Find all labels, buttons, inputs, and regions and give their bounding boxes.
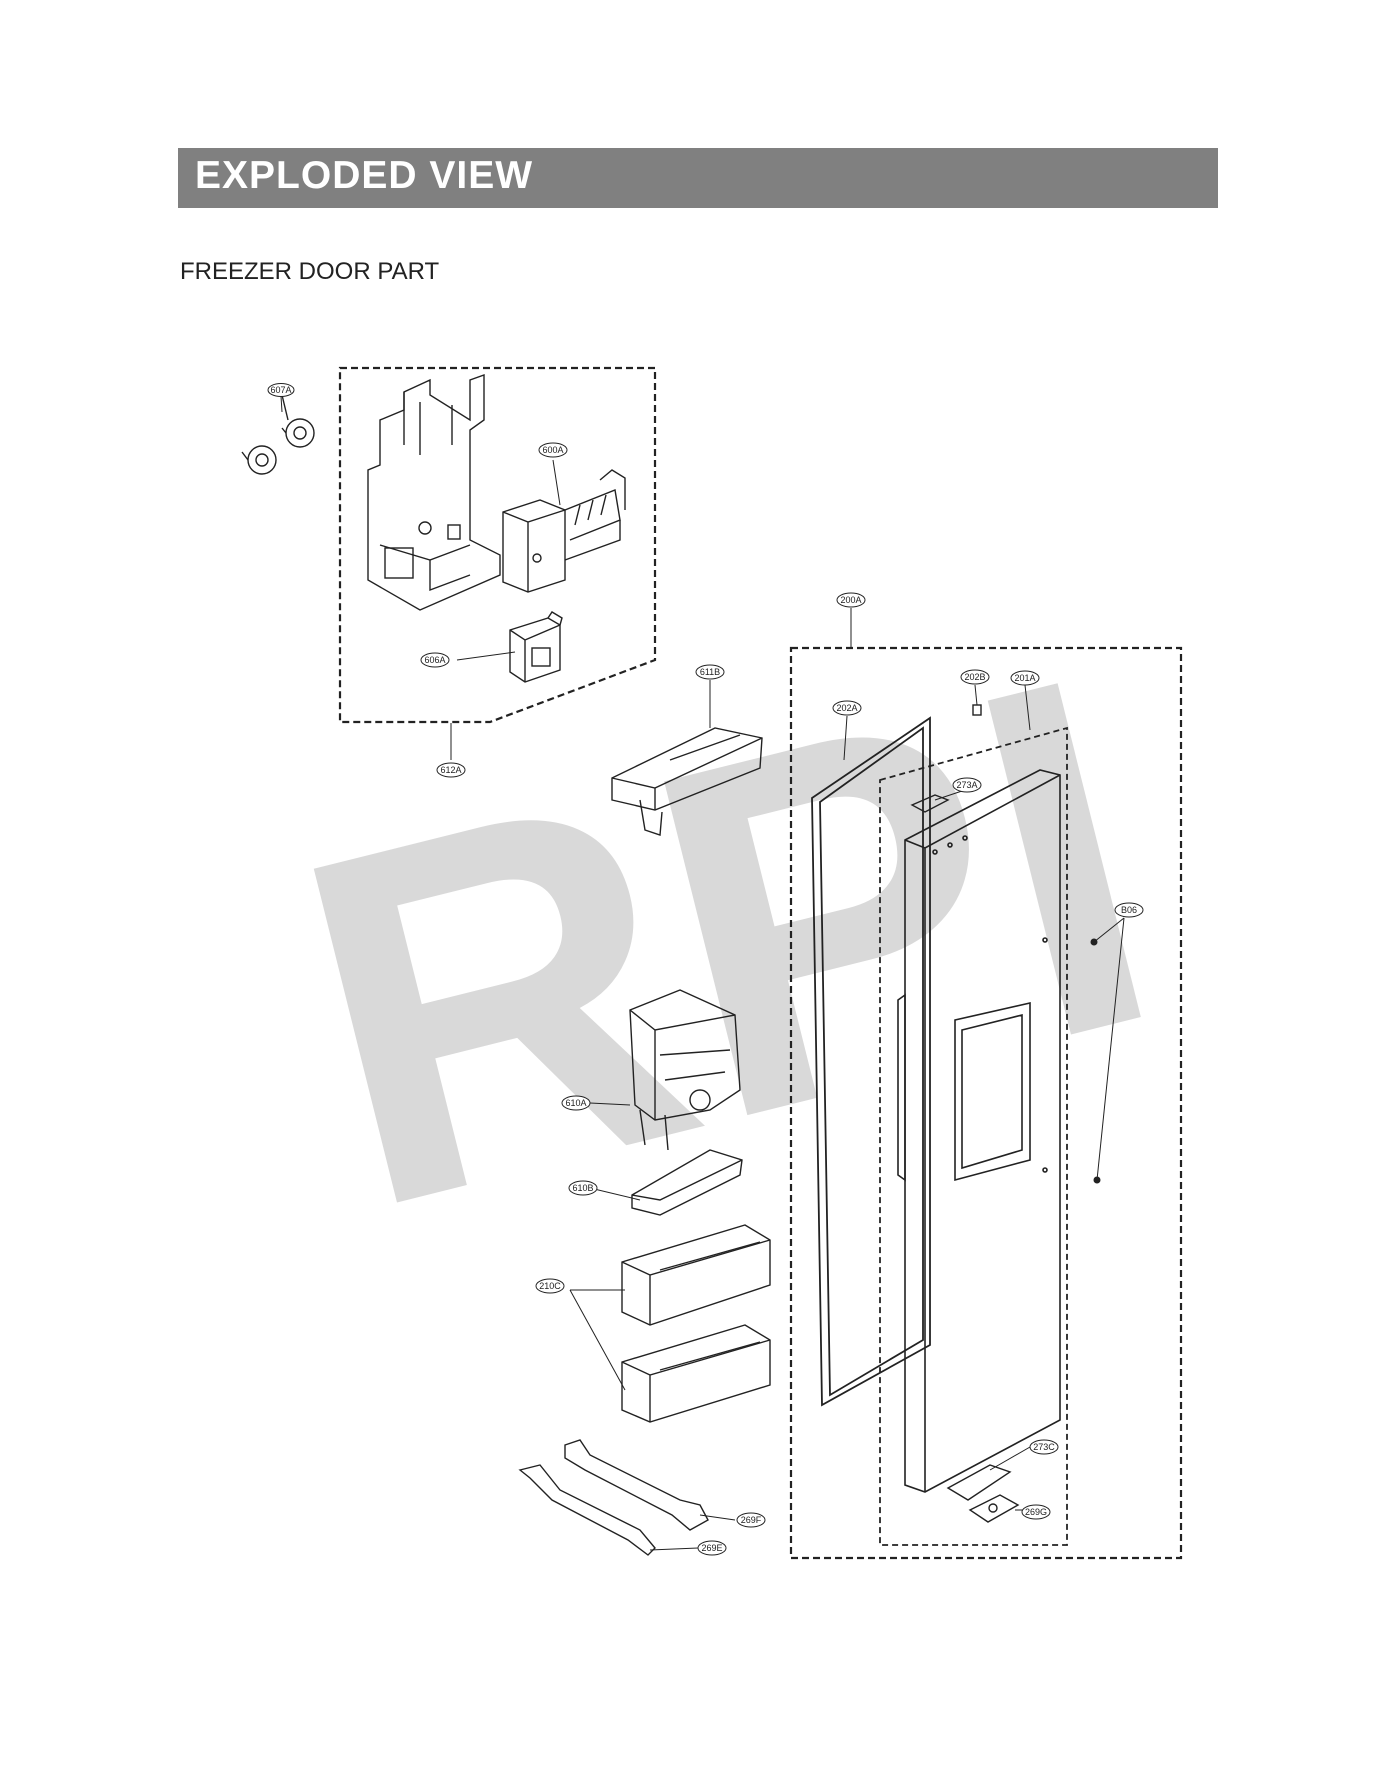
svg-text:202B: 202B bbox=[964, 672, 985, 682]
callout-606A: 606A bbox=[420, 652, 450, 668]
callout-612A: 612A bbox=[436, 762, 466, 778]
callout-273C: 273C bbox=[1029, 1439, 1059, 1455]
callout-607A: 607A bbox=[267, 383, 295, 397]
title-bar: EXPLODED VIEW bbox=[178, 148, 1218, 208]
icemaker-unit bbox=[502, 469, 626, 593]
watermark: RPI bbox=[255, 569, 1199, 1313]
dispenser-ducts bbox=[518, 1439, 709, 1556]
callout-210C: 210C bbox=[535, 1278, 565, 1294]
callout-202B: 202B bbox=[960, 669, 990, 685]
svg-text:610B: 610B bbox=[572, 1183, 593, 1193]
ice-bin bbox=[629, 989, 741, 1151]
door-group-box bbox=[789, 646, 1183, 1560]
door-body bbox=[897, 769, 1061, 1493]
door-basket-lower bbox=[621, 1324, 771, 1423]
svg-text:273C: 273C bbox=[1033, 1442, 1055, 1452]
svg-text:269G: 269G bbox=[1025, 1507, 1047, 1517]
svg-text:611B: 611B bbox=[700, 667, 720, 677]
svg-text:606A: 606A bbox=[424, 655, 445, 665]
icemaker-bracket bbox=[367, 374, 501, 611]
svg-text:202A: 202A bbox=[836, 703, 857, 713]
door-assembly-box bbox=[879, 726, 1068, 1546]
ice-bin-cover bbox=[611, 727, 763, 836]
callout-B06: B06 bbox=[1114, 902, 1144, 918]
svg-text:201A: 201A bbox=[1014, 673, 1035, 683]
svg-text:B06: B06 bbox=[1121, 905, 1137, 915]
auger-coupling bbox=[509, 611, 563, 683]
callout-611B: 611B bbox=[695, 664, 725, 680]
svg-text:269F: 269F bbox=[741, 1515, 762, 1525]
callout-269G: 269G bbox=[1021, 1504, 1051, 1520]
leveler-feet bbox=[241, 394, 315, 475]
callout-273A: 273A bbox=[952, 777, 982, 793]
svg-text:612A: 612A bbox=[440, 765, 461, 775]
callout-269F: 269F bbox=[736, 1512, 766, 1528]
door-gasket bbox=[811, 716, 931, 1407]
door-basket-upper bbox=[621, 1224, 771, 1326]
callout-200A: 200A bbox=[836, 592, 866, 608]
callout-600A: 600A bbox=[538, 442, 568, 458]
callout-201A: 201A bbox=[1010, 670, 1040, 686]
callout-610B: 610B bbox=[568, 1180, 598, 1196]
bin-guide bbox=[631, 1149, 743, 1216]
svg-text:200A: 200A bbox=[840, 595, 861, 605]
svg-text:210C: 210C bbox=[539, 1281, 561, 1291]
page-title: EXPLODED VIEW bbox=[195, 154, 534, 197]
callout-202A: 202A bbox=[832, 700, 862, 716]
svg-text:607A: 607A bbox=[270, 385, 291, 395]
hinge-bottom bbox=[946, 1464, 1020, 1523]
svg-text:610A: 610A bbox=[565, 1098, 586, 1108]
svg-text:273A: 273A bbox=[956, 780, 977, 790]
section-title: FREEZER DOOR PART bbox=[180, 258, 440, 285]
leader-lines bbox=[280, 395, 1125, 1551]
icemaker-group-box bbox=[338, 366, 657, 724]
svg-text:269E: 269E bbox=[701, 1543, 722, 1553]
callout-269E: 269E bbox=[697, 1540, 727, 1556]
callout-610A: 610A bbox=[561, 1095, 591, 1111]
svg-text:600A: 600A bbox=[542, 445, 563, 455]
